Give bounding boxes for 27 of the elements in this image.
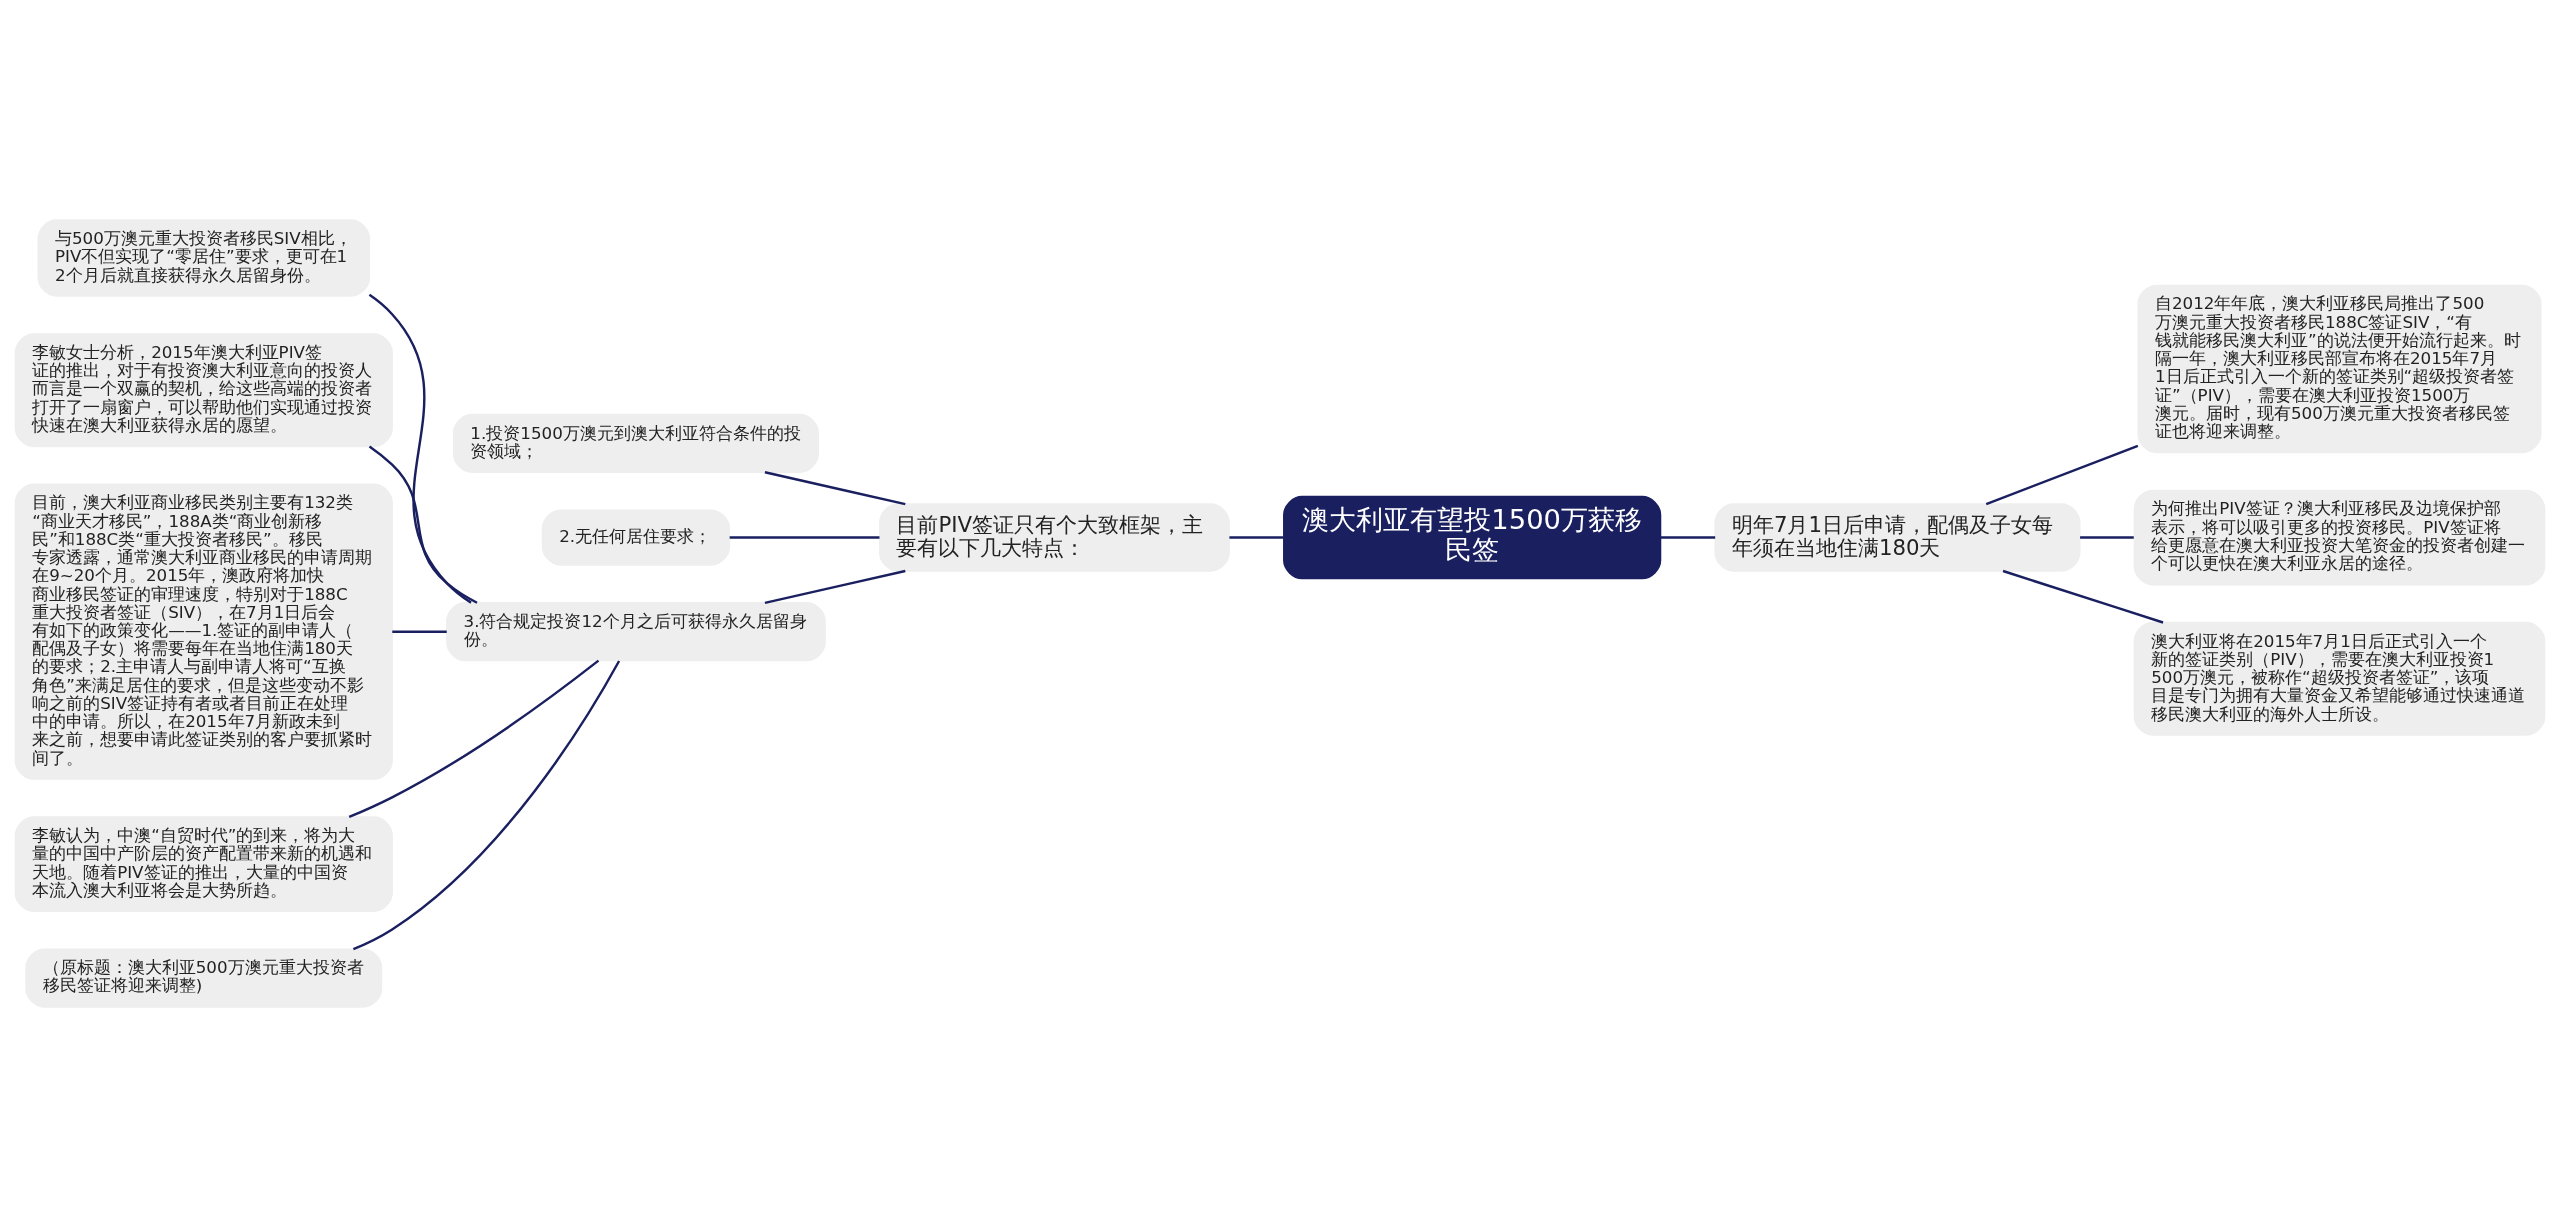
connector xyxy=(352,660,621,951)
connector xyxy=(1229,536,1284,539)
connector xyxy=(368,445,478,604)
connector xyxy=(764,569,906,605)
node-box: 李敏认为，中澳“自贸时代”的到来，将为大量的中国中产阶层的资产配置带来新的机遇和天地。随着PIV签证的推出，大量的中国资本流入澳大利亚将会是大势所趋。 xyxy=(14,816,393,912)
connector xyxy=(1985,444,2139,506)
connector xyxy=(368,293,472,604)
node-box: 为何推出PIV签证？澳大利亚移民及边境保护部表示，将可以吸引更多的投资移民。PIV签证将给更愿意在澳大利亚投资大笔资金的投资者创建一个可以更快在澳大利亚永居的途径。 xyxy=(2133,489,2546,586)
connector xyxy=(2080,536,2134,539)
connector xyxy=(1660,536,1716,539)
node-box: 3.符合规定投资12个月之后可获得永久居留身份。 xyxy=(446,602,826,662)
node-box: 明年7月1日后申请，配偶及子女每年须在当地住满180天 xyxy=(1714,503,2081,572)
node-box: 1.投资1500万澳元到澳大利亚符合条件的投资领域； xyxy=(452,413,819,473)
node-box: 澳大利亚将在2015年7月1日后正式引入一个新的签证类别（PIV），需要在澳大利亚投资1500万澳元，被称作“超级投资者签证”，该项目是专门为拥有大量资金又希望能够通过快速通道移民澳大利亚的海外人士所设。 xyxy=(2133,621,2546,736)
node-box: 自2012年年底，澳大利亚移民局推出了500万澳元重大投资者移民188C签证SIV，“有钱就能移民澳大利亚”的说法便开始流行起来。时隔一年，澳大利亚移民部宣布将在2015年7月1日后正式引入一个新的签证类别“超级投资者签证”（PIV），需要在澳大利亚投资1500万澳元。届时，现有500万澳元重大投资者移民签证也将迎来调整。 xyxy=(2137,284,2542,454)
connector xyxy=(2002,569,2164,624)
connector xyxy=(392,630,447,633)
node-box: 澳大利亚有望投1500万获移民签 xyxy=(1283,495,1662,580)
connector xyxy=(764,471,906,506)
node-box: （原标题：澳大利亚500万澳元重大投资者移民签证将迎来调整) xyxy=(25,948,383,1008)
node-box: 2.无任何居住要求； xyxy=(541,509,731,566)
node-box: 李敏女士分析，2015年澳大利亚PIV签证的推出，对于有投资澳大利亚意向的投资人而言是一个双赢的契机，给这些高端的投资者打开了一扇窗户，可以帮助他们实现通过投资快速在澳大利亚获得永居的愿望。 xyxy=(14,333,393,448)
connector xyxy=(348,659,600,819)
connector xyxy=(729,536,880,539)
node-box: 与500万澳元重大投资者移民SIV相比，PIV不但实现了“零居住”要求，更可在12个月后就直接获得永久居留身份。 xyxy=(37,219,371,297)
node-box: 目前，澳大利亚商业移民类别主要有132类“商业天才移民”，188A类“商业创新移民”和188C类“重大投资者移民”。移民专家透露，通常澳大利亚商业移民的申请周期在9~20个月。2015年，澳政府将加快商业移民签证的审理速度，特别对于188C重大投资者签证（SIV），在7月1日后会有如下的政策变化——1.签证的副申请人（配偶及子女）将需要每年在当地住满180天的要求；2.主申请人与副申请人将可“互换角色”来满足居住的要求，但是这些变动不影响之前的SIV签证持有者或者目前正在处理中的申请。所以，在2015年7月新政未到来之前，想要申请此签证类别的客户要抓紧时间了。 xyxy=(14,483,393,780)
node-box: 目前PIV签证只有个大致框架，主要有以下几大特点： xyxy=(879,503,1230,572)
